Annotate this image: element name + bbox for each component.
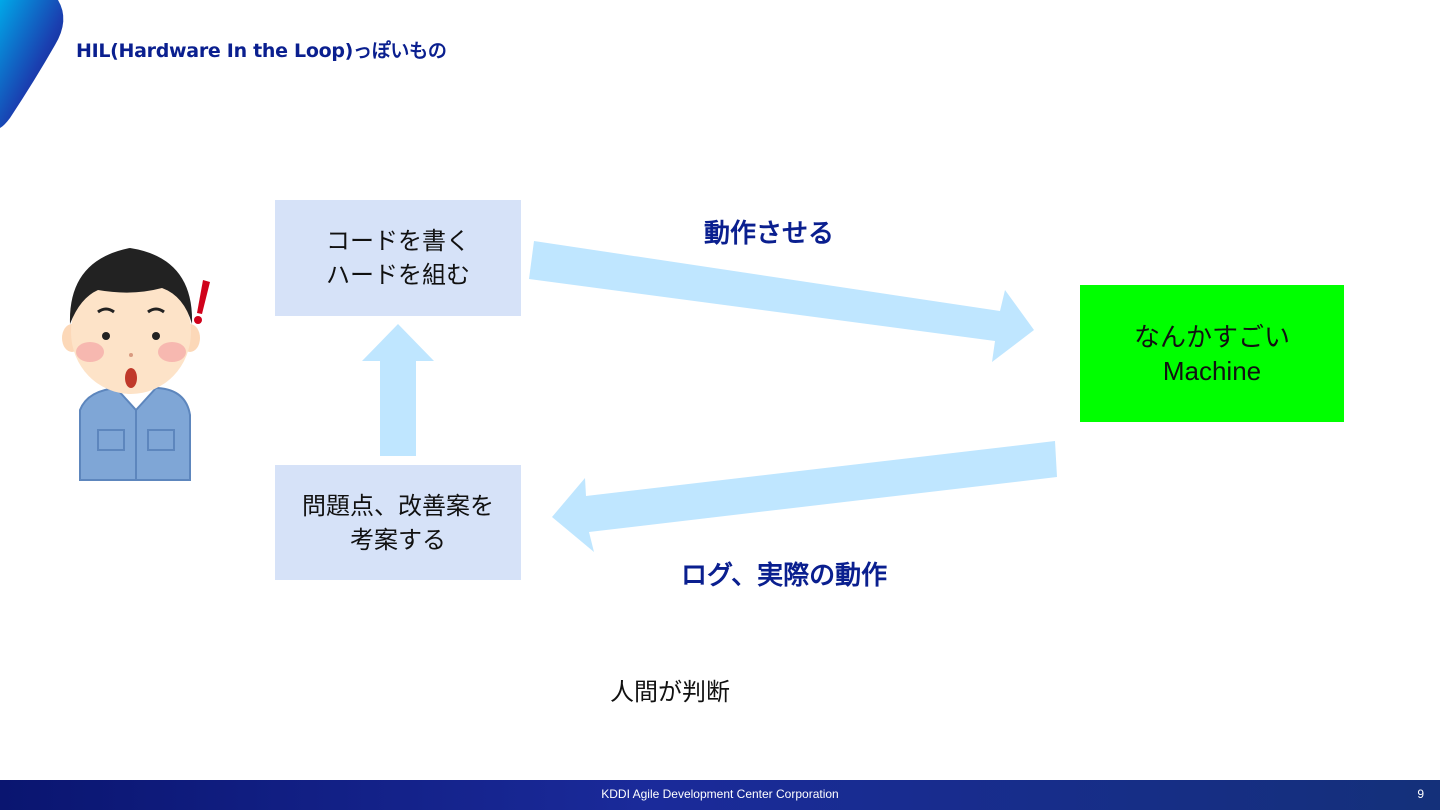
- arrow-to-code: [362, 324, 434, 456]
- footer-bar: KDDI Agile Development Center Corporatio…: [0, 780, 1440, 810]
- flow-arrows: [362, 241, 1057, 552]
- label-operate: 動作させる: [704, 219, 835, 249]
- box-write-code-line2: ハードを組む: [326, 261, 470, 289]
- box-problem-line1: 問題点、改善案を: [302, 491, 494, 520]
- box-machine: なんかすごい Machine: [1080, 285, 1344, 422]
- box-write-code: コードを書く ハードを組む: [275, 200, 521, 316]
- slide-title: HIL(Hardware In the Loop)っぽいもの: [76, 40, 447, 62]
- arrow-to-problem: [552, 441, 1057, 552]
- box-machine-line2: Machine: [1162, 355, 1262, 386]
- box-write-code-line1: コードを書く: [326, 227, 470, 255]
- label-human-judges: 人間が判断: [610, 678, 730, 706]
- box-problem-ideas: 問題点、改善案を 考案する: [275, 465, 521, 580]
- label-log-behavior: ログ、実際の動作: [681, 561, 888, 591]
- page-number: 9: [1417, 787, 1424, 801]
- worker-illustration: [62, 248, 210, 481]
- arrow-to-machine: [529, 241, 1034, 362]
- box-problem-line2: 考案する: [350, 525, 446, 554]
- box-machine-line1: なんかすごい: [1133, 321, 1290, 352]
- footer-company: KDDI Agile Development Center Corporatio…: [601, 787, 839, 801]
- corner-logo-shape: [0, 0, 64, 128]
